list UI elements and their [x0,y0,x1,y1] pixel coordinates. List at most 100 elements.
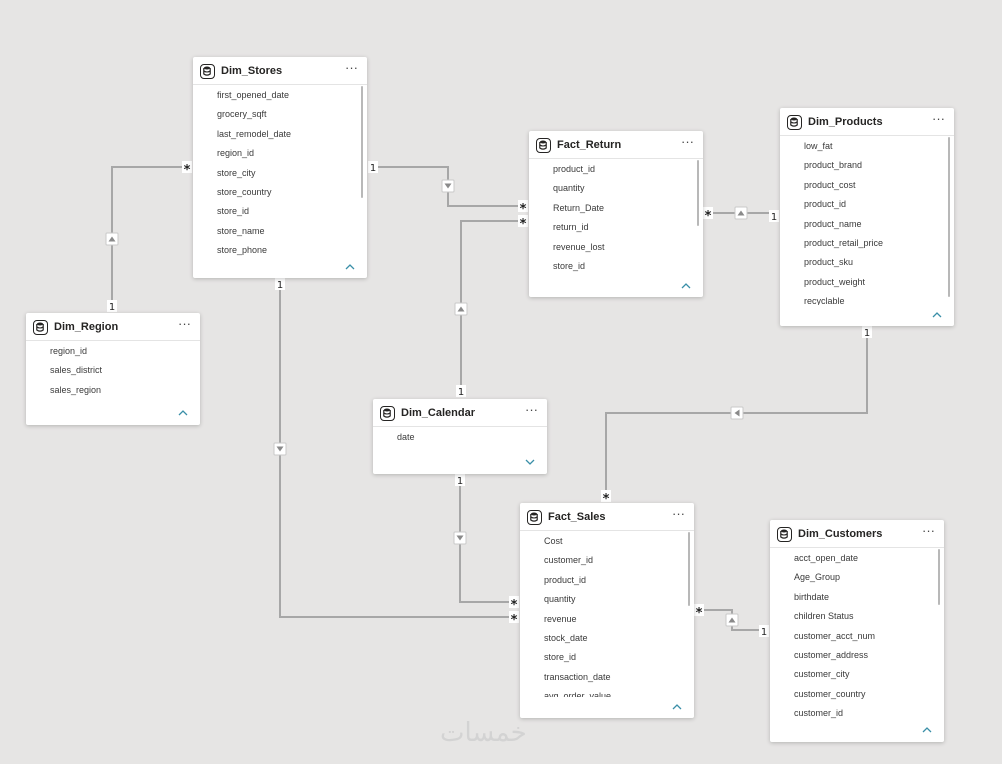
field-item[interactable]: store_id [217,206,250,217]
chevron-down-icon[interactable] [524,458,536,466]
table-header[interactable]: Dim_Region ··· [26,313,200,341]
table-header[interactable]: Dim_Calendar ··· [373,399,547,427]
table-card-fact-sales[interactable]: Fact_Sales ··· Cost customer_id product_… [520,503,694,718]
more-options-icon[interactable]: ··· [922,523,935,538]
field-list[interactable]: product_id quantity Return_Date return_i… [529,160,703,276]
cardinality-many-label: * [705,209,712,224]
scrollbar[interactable] [938,549,940,605]
field-item[interactable]: customer_acct_num [794,630,876,641]
table-card-dim-calendar[interactable]: Dim_Calendar ··· date [373,399,547,474]
filter-arrow-icon [456,535,464,541]
field-item[interactable]: stock_date [544,632,588,643]
field-item[interactable]: revenue [544,613,577,624]
field-item[interactable]: store_phone [217,245,268,256]
database-icon [380,406,395,421]
field-item[interactable]: store_name [217,225,265,236]
field-item[interactable]: Cost [544,536,563,546]
cardinality-bg [182,161,192,173]
field-item[interactable]: sales_district [50,365,103,376]
field-item[interactable]: store_city [217,167,256,178]
field-item[interactable]: low_fat [804,141,833,151]
chevron-up-icon[interactable] [177,409,189,417]
field-item[interactable]: children Status [794,611,854,622]
field-list[interactable]: first_opened_date grocery_sqft last_remo… [193,86,367,262]
field-item[interactable]: product_brand [804,160,863,171]
chevron-up-icon[interactable] [344,263,356,271]
cardinality-one-label: 1 [109,302,115,313]
chevron-up-icon[interactable] [680,282,692,290]
field-item[interactable]: date [397,432,415,442]
scrollbar[interactable] [697,160,699,226]
table-card-dim-customers[interactable]: Dim_Customers ··· acct_open_date Age_Gro… [770,520,944,742]
field-item[interactable]: store_id [553,260,586,271]
more-options-icon[interactable]: ··· [932,111,945,126]
field-item[interactable]: product_sku [804,257,854,268]
field-item[interactable]: recyclable [804,296,845,305]
field-item[interactable]: quantity [553,183,585,194]
field-item[interactable]: product_id [804,199,847,210]
more-options-icon[interactable]: ··· [681,134,694,149]
field-item[interactable]: revenue_lost [553,241,605,252]
field-item[interactable]: transaction_date [544,671,611,682]
filter-arrow-icon [734,409,740,417]
table-header[interactable]: Fact_Return ··· [529,131,703,159]
field-item[interactable]: last_remodel_date [217,128,292,139]
table-header[interactable]: Dim_Products ··· [780,108,954,136]
table-header[interactable]: Fact_Sales ··· [520,503,694,531]
field-item[interactable]: product_retail_price [804,237,884,248]
chevron-up-icon[interactable] [671,703,683,711]
field-item[interactable]: customer_id [544,555,594,566]
field-item[interactable]: grocery_sqft [217,109,267,120]
scrollbar[interactable] [688,532,690,606]
field-list[interactable]: low_fat product_brand product_cost produ… [780,137,954,305]
more-options-icon[interactable]: ··· [672,506,685,521]
table-header[interactable]: Dim_Stores ··· [193,57,367,85]
more-options-icon[interactable]: ··· [525,402,538,417]
field-item[interactable]: store_country [217,186,272,197]
field-item[interactable]: Age_Group [794,572,841,583]
chevron-up-icon[interactable] [931,311,943,319]
field-item[interactable]: return_id [553,222,589,233]
field-item[interactable]: sales_region [50,384,102,395]
field-item[interactable]: product_name [804,218,862,229]
field-item[interactable]: product_id [544,574,587,585]
field-list[interactable]: acct_open_date Age_Group birthdate child… [770,549,944,725]
scrollbar[interactable] [361,86,363,198]
cardinality-many-label: * [520,217,527,232]
field-item[interactable]: acct_open_date [794,553,859,563]
field-item[interactable]: birthdate [794,591,830,602]
field-item[interactable]: region_id [50,346,88,356]
filter-arrow-box [105,232,119,246]
field-item[interactable]: store_id [544,652,577,663]
more-options-icon[interactable]: ··· [345,60,358,75]
relationship-calendar-return [460,220,528,392]
scrollbar[interactable] [948,137,950,297]
field-item[interactable]: product_id [553,164,596,174]
field-item[interactable]: customer_address [794,649,869,660]
field-item[interactable]: first_opened_date [217,90,290,100]
filter-arrow-icon [737,210,745,216]
field-list[interactable]: date [373,428,547,450]
chevron-up-icon[interactable] [921,726,933,734]
field-item[interactable]: avg_order_value [544,691,612,697]
field-item[interactable]: quantity [544,594,576,605]
relationship-stores-return [368,166,528,207]
field-item[interactable]: customer_city [794,669,850,680]
cardinality-many-label: * [511,598,518,613]
table-card-fact-return[interactable]: Fact_Return ··· product_id quantity Retu… [529,131,703,297]
field-list[interactable]: region_id sales_district sales_region [26,342,200,404]
field-item[interactable]: customer_id [794,708,844,719]
field-item[interactable]: product_cost [804,179,856,190]
field-item[interactable]: product_weight [804,276,866,287]
table-header[interactable]: Dim_Customers ··· [770,520,944,548]
table-card-dim-products[interactable]: Dim_Products ··· low_fat product_brand p… [780,108,954,326]
table-card-dim-region[interactable]: Dim_Region ··· region_id sales_district … [26,313,200,425]
field-list[interactable]: Cost customer_id product_id quantity rev… [520,532,694,697]
cardinality-one-label: 1 [458,387,464,398]
table-card-dim-stores[interactable]: Dim_Stores ··· first_opened_date grocery… [193,57,367,278]
field-item[interactable]: customer_country [794,688,866,699]
more-options-icon[interactable]: ··· [178,316,191,331]
field-item[interactable]: region_id [217,148,255,159]
field-item[interactable]: Return_Date [553,202,605,213]
